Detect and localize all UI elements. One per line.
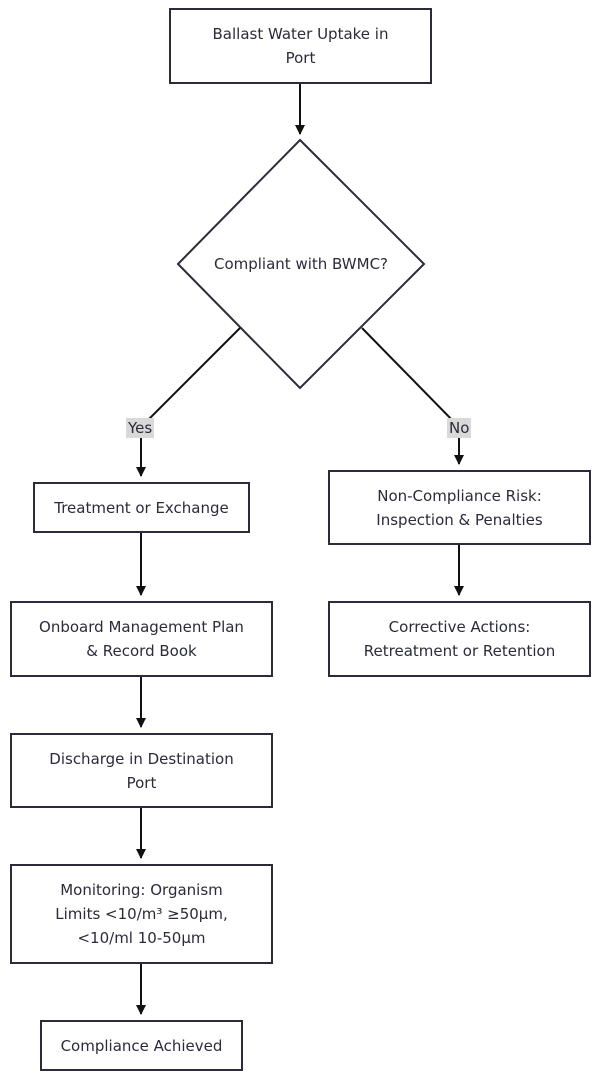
uptake-node: Ballast Water Uptake in Port	[169, 8, 432, 84]
decision-label: Compliant with BWMC?	[213, 255, 389, 273]
no-edge-label: No	[447, 418, 472, 438]
uptake-label: Ballast Water Uptake in Port	[212, 25, 389, 67]
management-label: Onboard Management Plan & Record Book	[39, 618, 244, 660]
corrective-node: Corrective Actions: Retreatment or Reten…	[328, 601, 591, 677]
risk-label: Non-Compliance Risk: Inspection & Penalt…	[376, 486, 543, 529]
decision-node: Compliant with BWMC?	[178, 140, 424, 388]
compliance-label: Compliance Achieved	[60, 1036, 223, 1055]
decision-diamond	[176, 138, 426, 390]
monitoring-label: Monitoring: Organism Limits <10/m³ ≥50µm…	[55, 881, 228, 947]
yes-edge-label: Yes	[126, 418, 155, 438]
risk-node: Non-Compliance Risk: Inspection & Penalt…	[328, 470, 591, 545]
yes-text: Yes	[128, 419, 153, 437]
management-node: Onboard Management Plan & Record Book	[10, 601, 273, 677]
no-text: No	[449, 419, 470, 437]
treatment-label: Treatment or Exchange	[54, 498, 229, 517]
compliance-node: Compliance Achieved	[40, 1020, 243, 1071]
corrective-label: Corrective Actions: Retreatment or Reten…	[363, 618, 556, 660]
treatment-node: Treatment or Exchange	[33, 482, 250, 533]
monitoring-node: Monitoring: Organism Limits <10/m³ ≥50µm…	[10, 864, 273, 964]
discharge-node: Discharge in Destination Port	[10, 733, 273, 808]
discharge-label: Discharge in Destination Port	[49, 749, 234, 792]
